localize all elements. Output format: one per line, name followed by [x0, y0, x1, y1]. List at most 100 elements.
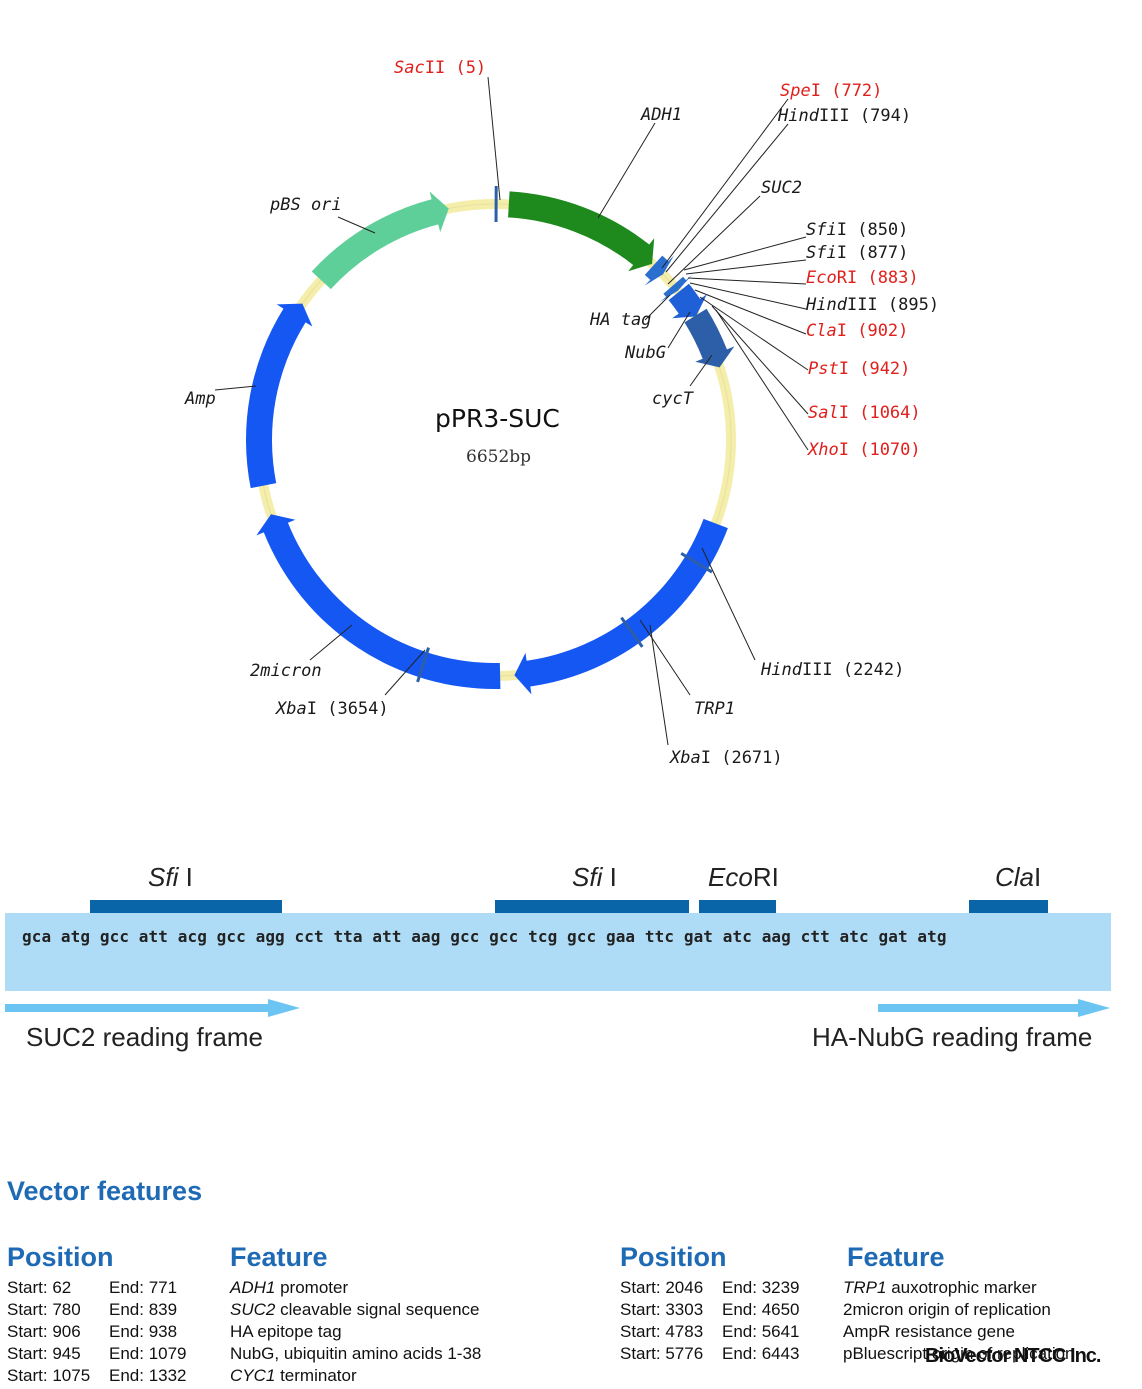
feature-arc-suc2	[644, 255, 674, 286]
feature-row-left-feature: ADH1 promoter	[230, 1278, 348, 1298]
mcs-sequence-band	[5, 913, 1111, 991]
site-label-sali: SalI (1064)	[808, 403, 921, 423]
feature-row-right-start: Start: 2046	[620, 1278, 704, 1297]
ha-nubg-frame-arrow	[878, 999, 1110, 1017]
site-label-sfii-850: SfiI (850)	[806, 220, 908, 240]
feature-label-amp: Amp	[184, 389, 216, 409]
feature-arc-adh1	[508, 191, 655, 272]
feature-row-right-end: End: 5641	[722, 1322, 800, 1341]
feature-row-left-end: End: 771	[109, 1278, 178, 1297]
feature-row-left-end: End: 1079	[109, 1344, 187, 1363]
feature-description: 2micron origin of replication	[843, 1300, 1051, 1319]
feature-row-right-end: End: 3239	[722, 1278, 800, 1297]
suc2-frame-label: SUC2 reading frame	[26, 1022, 263, 1052]
site-label-hindiii-794: HindIII (794)	[777, 106, 911, 126]
site-label-sacii: SacII (5)	[394, 58, 486, 78]
site-label-xbai-3654: XbaI (3654)	[274, 699, 389, 719]
feature-row-left-end: End: 839	[109, 1300, 178, 1319]
site-label-hindiii-2242: HindIII (2242)	[760, 660, 904, 680]
site-label-sfii-877: SfiI (877)	[806, 243, 908, 263]
feature-row-left-start: Start: 62	[7, 1278, 72, 1297]
feature-row-left-start: Start: 945	[7, 1344, 81, 1363]
feature-row-right-end: End: 6443	[722, 1344, 800, 1363]
leader-lines	[214, 76, 809, 746]
col-header-feature-left: Feature	[230, 1242, 328, 1272]
reading-frame-arrows	[5, 999, 1110, 1017]
feature-arc-pbs-ori	[311, 191, 449, 290]
site-label-spei: SpeI (772)	[780, 81, 882, 101]
feature-label-nubg: NubG	[624, 343, 666, 363]
mcs-site-label-ecori: EcoRI	[708, 862, 779, 892]
mcs-site-bar-sfii-2	[495, 900, 689, 913]
feature-row-right-feature: 2micron origin of replication	[843, 1300, 1051, 1320]
company-credit: BioVector NTCC Inc.	[925, 1345, 1101, 1367]
feature-row-right-end: End: 4650	[722, 1300, 800, 1319]
feature-arc-amp	[245, 303, 313, 489]
col-header-position-left: Position	[7, 1242, 114, 1272]
col-header-feature-right: Feature	[847, 1242, 945, 1272]
feature-name-italic: SUC2	[230, 1300, 276, 1319]
feature-description: terminator	[275, 1366, 357, 1385]
feature-arcs	[245, 185, 735, 695]
feature-row-left-feature: CYC1 terminator	[230, 1366, 357, 1386]
mcs-site-bar-sfii-1	[90, 900, 282, 913]
feature-label-cyct: cycT	[652, 389, 695, 409]
feature-row-right-start: Start: 5776	[620, 1344, 704, 1363]
site-tick	[680, 552, 713, 574]
col-header-position-right: Position	[620, 1242, 727, 1272]
feature-name-italic: TRP1	[843, 1278, 887, 1297]
mcs-site-label-sfii-1: Sfi I	[148, 862, 193, 892]
feature-description: auxotrophic marker	[886, 1278, 1037, 1297]
feature-label-adh1: ADH1	[640, 105, 682, 125]
mcs-site-label-clai: ClaI	[995, 862, 1042, 892]
feature-description: promoter	[275, 1278, 349, 1297]
feature-row-right-feature: pBluescript origin of replication	[843, 1344, 1075, 1364]
feature-label-ha-tag: HA tag	[589, 310, 651, 330]
feature-row-right-start: Start: 4783	[620, 1322, 704, 1341]
feature-row-left-start: Start: 780	[7, 1300, 81, 1319]
feature-row-right-start: Start: 3303	[620, 1300, 704, 1319]
feature-label-2micron: 2micron	[250, 661, 322, 681]
feature-description: cleavable signal sequence	[275, 1300, 480, 1319]
feature-row-left-feature: HA epitope tag	[230, 1322, 342, 1342]
feature-row-left-end: End: 1332	[109, 1366, 187, 1385]
site-tick	[416, 647, 430, 683]
mcs-site-label-sfii-2: Sfi I	[572, 862, 617, 892]
feature-description: HA epitope tag	[230, 1322, 342, 1341]
feature-row-left-start: Start: 1075	[7, 1366, 91, 1385]
site-label-ecori: EcoRI (883)	[806, 268, 919, 288]
site-label-hindiii-895: HindIII (895)	[805, 295, 939, 315]
site-label-clai: ClaI (902)	[806, 321, 908, 341]
feature-description: NubG, ubiquitin amino acids 1-38	[230, 1344, 482, 1363]
feature-arc-trp1	[514, 518, 728, 695]
feature-name-italic: ADH1	[230, 1278, 276, 1297]
feature-row-left-feature: NubG, ubiquitin amino acids 1-38	[230, 1344, 481, 1364]
feature-description: AmpR resistance gene	[843, 1322, 1015, 1341]
mcs-site-bar-clai	[969, 900, 1048, 913]
plasmid-name: pPR3-SUC	[435, 404, 560, 433]
plasmid-size: 6652bp	[466, 447, 531, 467]
feature-row-left-end: End: 938	[109, 1322, 178, 1341]
feature-row-left-start: Start: 906	[7, 1322, 81, 1341]
feature-name-italic: CYC1	[230, 1366, 276, 1385]
feature-label-suc2: SUC2	[761, 178, 802, 198]
feature-row-right-feature: TRP1 auxotrophic marker	[843, 1278, 1037, 1298]
feature-arc-2micron	[256, 514, 501, 689]
site-label-xbai-2671: XbaI (2671)	[668, 748, 783, 768]
site-label-xhoi: XhoI (1070)	[806, 440, 921, 460]
feature-label-trp1: TRP1	[694, 699, 735, 719]
vector-features-title: Vector features	[7, 1176, 203, 1206]
ha-nubg-frame-label: HA-NubG reading frame	[812, 1022, 1093, 1052]
feature-arc-cyct	[684, 308, 735, 368]
feature-row-left-feature: SUC2 cleavable signal sequence	[230, 1300, 480, 1320]
feature-row-right-feature: AmpR resistance gene	[843, 1322, 1015, 1342]
plasmid-map: pPR3-SUC 6652bp ADH1 SUC2 HA tag NubG cy…	[184, 58, 939, 768]
feature-arc-nubg	[668, 283, 707, 319]
mcs-sequence: gca atg gcc att acg gcc agg cct tta att …	[22, 927, 947, 946]
suc2-frame-arrow	[5, 999, 300, 1017]
site-tick	[620, 616, 644, 648]
mcs-site-bar-ecori	[699, 900, 776, 913]
feature-label-pbs-ori: pBS ori	[269, 195, 342, 215]
site-label-psti: PstI (942)	[808, 359, 910, 379]
feature-arc-ha-tag	[659, 275, 693, 303]
